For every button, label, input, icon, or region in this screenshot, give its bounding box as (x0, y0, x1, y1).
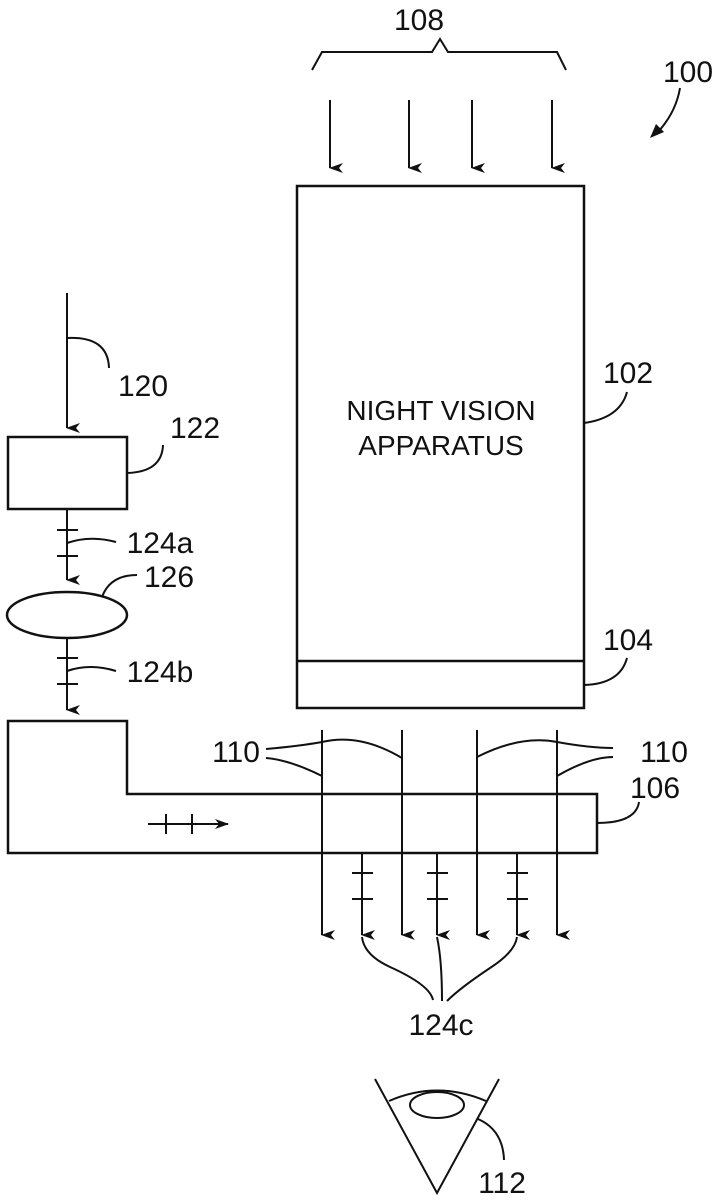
eye-icon (374, 1078, 500, 1196)
label-120: 120 (118, 370, 168, 403)
box-text-line1: NIGHT VISION (346, 395, 535, 426)
brace-108 (311, 37, 567, 71)
optic-ellipse (5, 590, 129, 640)
label-112: 112 (478, 1167, 526, 1200)
label-124b: 124b (127, 656, 194, 689)
leader-110-right (476, 739, 614, 758)
eye-cone (374, 1078, 500, 1196)
label-100: 100 (663, 56, 712, 89)
label-106: 106 (630, 772, 680, 805)
night-vision-apparatus-box (295, 184, 586, 710)
leader-124b (66, 666, 117, 672)
leader-124c-c (446, 936, 518, 1002)
display-source-box (6, 435, 129, 511)
leader-124c-a (361, 936, 434, 1001)
leader-124c-b (436, 936, 443, 1002)
leader-104 (583, 657, 628, 686)
leader-106 (596, 801, 640, 824)
eyelid (388, 1089, 487, 1102)
leader-120 (66, 336, 110, 369)
leader-110-right-b (556, 756, 614, 777)
arrowhead-100 (650, 124, 664, 138)
label-102: 102 (603, 357, 653, 390)
display-light-arrows-124c (352, 853, 530, 940)
label-124c: 124c (408, 1009, 473, 1042)
label-110-left: 110 (212, 736, 260, 769)
leader-102 (583, 391, 628, 424)
label-124a: 124a (127, 527, 194, 560)
leader-110-left (265, 738, 403, 759)
label-110-right: 110 (640, 736, 688, 769)
box-text-line2: APPARATUS (358, 430, 523, 461)
leader-124a (66, 537, 117, 544)
waveguide-106 (6, 719, 599, 855)
leader-112 (477, 1118, 505, 1161)
leader-122 (126, 444, 164, 474)
eye-pupil (409, 1091, 465, 1119)
leader-110-left-b (265, 757, 323, 777)
leader-126 (101, 574, 138, 598)
leader-100 (657, 87, 681, 133)
label-122: 122 (170, 412, 220, 445)
label-126: 126 (144, 561, 194, 594)
label-108: 108 (394, 4, 444, 37)
transmitted-light-arrows (321, 730, 570, 940)
input-light-arrows (329, 100, 565, 173)
label-104: 104 (603, 624, 653, 657)
